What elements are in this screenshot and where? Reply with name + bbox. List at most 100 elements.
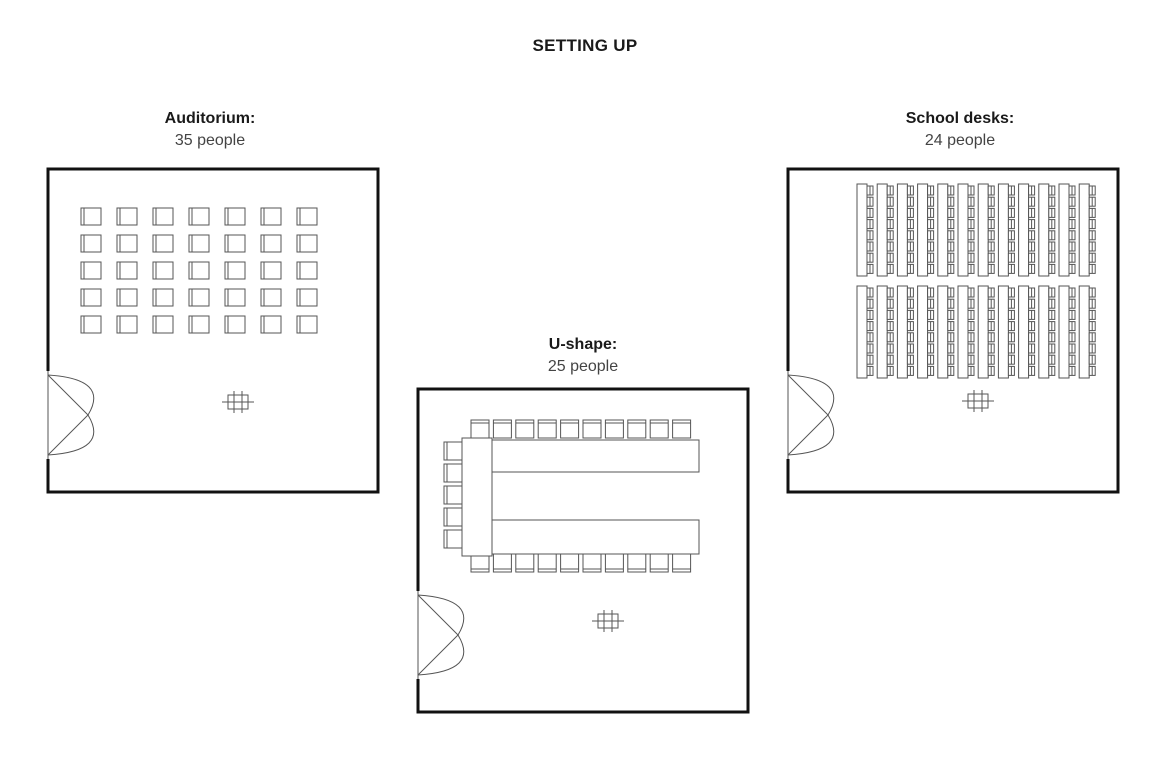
chair-icon (80, 234, 102, 253)
lectern-icon (962, 390, 994, 412)
chair-icon (260, 261, 282, 280)
chair-icon (1068, 230, 1076, 241)
chair-icon (492, 553, 512, 573)
desk (876, 285, 888, 379)
chair-icon (967, 309, 975, 320)
chair-icon (80, 207, 102, 226)
chair-icon (886, 309, 894, 320)
chair-icon (987, 309, 995, 320)
chair-icon (947, 219, 955, 230)
chair-icon (672, 419, 692, 439)
desk (937, 183, 949, 277)
chair-icon (967, 207, 975, 218)
chair-icon (866, 321, 874, 332)
chair-icon (604, 419, 624, 439)
chair-icon (866, 354, 874, 365)
room-u-shape (410, 384, 760, 719)
chair-icon (866, 241, 874, 252)
chair-icon (627, 419, 647, 439)
room-caption-auditorium: Auditorium: 35 people (80, 108, 340, 152)
chair-icon (1007, 343, 1015, 354)
page-title: SETTING UP (532, 36, 638, 55)
chair-icon (1088, 332, 1096, 343)
chair-icon (560, 419, 580, 439)
desk (1038, 285, 1050, 379)
desk (1058, 285, 1070, 379)
chair-icon (927, 332, 935, 343)
chair-icon (1028, 196, 1036, 207)
chair-icon (515, 419, 535, 439)
auditorium-floor-plan (46, 167, 380, 494)
chair-icon (1068, 343, 1076, 354)
chair-icon (987, 263, 995, 274)
chair-icon (866, 287, 874, 298)
chair-icon (152, 234, 174, 253)
chair-icon (866, 309, 874, 320)
chair-icon (866, 263, 874, 274)
table-top (491, 439, 700, 473)
chair-icon (443, 529, 463, 549)
chair-icon (987, 196, 995, 207)
chair-icon (967, 219, 975, 230)
chair-icon (1007, 321, 1015, 332)
chair-icon (1028, 354, 1036, 365)
chair-icon (470, 419, 490, 439)
chair-icon (906, 287, 914, 298)
chair-icon (260, 207, 282, 226)
chair-icon (886, 219, 894, 230)
lectern-icon (222, 391, 254, 413)
chair-icon (443, 507, 463, 527)
chair-icon (927, 230, 935, 241)
chair-icon (1048, 196, 1056, 207)
chair-icon (927, 343, 935, 354)
chair-icon (1048, 230, 1056, 241)
chair-icon (672, 553, 692, 573)
chair-icon (1048, 298, 1056, 309)
chair-icon (987, 252, 995, 263)
chair-icon (1007, 354, 1015, 365)
room-school-desks (780, 164, 1130, 499)
chair-icon (987, 207, 995, 218)
chair-icon (1048, 185, 1056, 196)
chair-icon (649, 419, 669, 439)
desk (977, 285, 989, 379)
chair-icon (1028, 219, 1036, 230)
chair-icon (906, 207, 914, 218)
chair-icon (1048, 354, 1056, 365)
chair-icon (1068, 196, 1076, 207)
chair-icon (927, 252, 935, 263)
chair-icon (1048, 309, 1056, 320)
chair-icon (604, 553, 624, 573)
chair-icon (582, 553, 602, 573)
chair-icon (947, 241, 955, 252)
room-capacity: 35 people (174, 132, 246, 149)
chair-icon (188, 315, 210, 334)
chair-icon (1007, 196, 1015, 207)
door-icon (787, 371, 835, 459)
chair-icon (906, 365, 914, 376)
chair-icon (927, 219, 935, 230)
chair-icon (947, 207, 955, 218)
desk (977, 183, 989, 277)
chair-icon (947, 321, 955, 332)
desk (876, 183, 888, 277)
chair-icon (906, 196, 914, 207)
room-wall (786, 167, 1120, 494)
chair-icon (987, 365, 995, 376)
chair-icon (1048, 332, 1056, 343)
chair-icon (1007, 298, 1015, 309)
chair-icon (886, 365, 894, 376)
chair-icon (987, 185, 995, 196)
chair-icon (80, 315, 102, 334)
chair-icon (1007, 287, 1015, 298)
chair-icon (866, 230, 874, 241)
desk (896, 183, 908, 277)
chair-icon (927, 263, 935, 274)
chair-icon (866, 365, 874, 376)
chair-icon (224, 261, 246, 280)
chair-icon (886, 207, 894, 218)
chair-icon (1088, 365, 1096, 376)
chair-icon (947, 309, 955, 320)
chair-icon (927, 241, 935, 252)
room-auditorium (40, 164, 390, 499)
